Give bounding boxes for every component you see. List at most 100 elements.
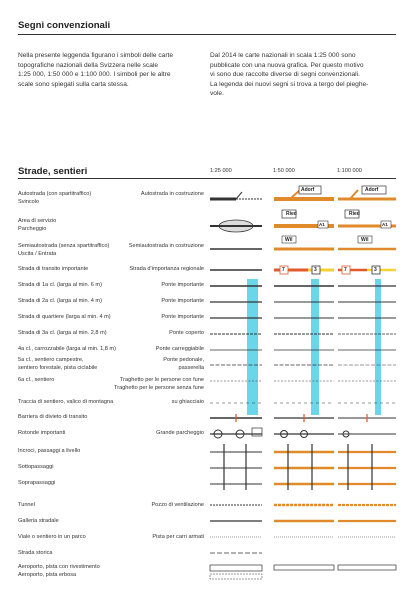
intro-right-line: La legenda dei nuovi segni si trova a te… xyxy=(210,80,369,88)
row-sublabel: Semiautostrada in costruzione xyxy=(104,243,204,251)
row-sublabel-line: Ponte importante xyxy=(161,314,204,320)
row-label-line: Svincolo xyxy=(18,198,40,205)
rail-crossings xyxy=(210,444,396,490)
intro-left-line: scale sono spiegati sulla carta stessa. xyxy=(18,80,129,88)
row-label: 5a cl., sentiero campestre,sentiero fore… xyxy=(18,357,168,372)
exit-sign-label: Wil xyxy=(361,237,369,243)
row-label-line: Tunnel xyxy=(18,502,35,508)
exit-sign-label: Adorf xyxy=(301,187,315,193)
row-label: Strada di quartiere (larga al min. 4 m) xyxy=(18,314,168,322)
row-sublabel-line: Traghetto per le persone con fune xyxy=(119,377,204,383)
row-label-line: Aeroporto, pista erbosa xyxy=(18,571,77,578)
section-title: Strade, sentieri xyxy=(18,166,88,177)
roundabout-symbol xyxy=(210,427,396,439)
row-label-line: Sottopassaggi xyxy=(18,464,54,470)
row-label-line: Strada di 1a cl. (larga al min. 6 m) xyxy=(18,282,102,288)
row-sublabel-line: Ponte coperto xyxy=(169,330,204,336)
motorway-number-label: A1 xyxy=(382,222,388,227)
barrier-symbol xyxy=(210,414,396,422)
row-label: Barriera di divieto di transito xyxy=(18,414,168,422)
row-sublabel: Strada d’importanza regionale xyxy=(104,266,204,274)
row-label: Rotonde importanti xyxy=(18,430,168,438)
row-sublabel-line: Pozzo di ventilazione xyxy=(151,502,204,508)
row-sublabel-line: Strada d’importanza regionale xyxy=(129,266,204,272)
row-label: 4a cl., carrozzabile (larga al min. 1,8 … xyxy=(18,346,168,354)
row-sublabel-line: passerella xyxy=(178,364,205,371)
bridge-bar-50000 xyxy=(311,279,319,415)
bridge-bar-25000 xyxy=(247,279,258,415)
row-label-line: Autostrada (con spartitraffico) xyxy=(18,191,92,197)
row-label-line: Strada storica xyxy=(18,550,53,556)
row-sublabel: Pozzo di ventilazione xyxy=(104,502,204,510)
row-label-line: Galleria stradale xyxy=(18,518,59,524)
rest-sign-label: Ried xyxy=(349,211,360,217)
intro-left-line: 1:25 000, 1:50 000 e 1:100 000. I simbol… xyxy=(18,71,171,79)
road-number-label: 7 xyxy=(344,267,347,273)
transit-road-symbol xyxy=(210,265,396,275)
row-label: 6a cl., sentiero xyxy=(18,377,168,385)
bridge-bar-100000 xyxy=(375,279,381,415)
road-class-lines xyxy=(210,285,396,404)
row-label-line: 4a cl., carrozzabile (larga al min. 1,8 … xyxy=(18,346,116,352)
row-sublabel-line: Grande parcheggio xyxy=(156,430,204,436)
row-label-line: Barriera di divieto di transito xyxy=(18,414,88,420)
row-sublabel-line: Semiautostrada in costruzione xyxy=(128,243,204,249)
intro-right-line: pubblicate con una nuova grafica. Per qu… xyxy=(210,61,364,69)
semi-motorway-symbol xyxy=(210,235,396,251)
scale-100000: 1:100 000 xyxy=(337,168,362,174)
row-label: Soprapassaggi xyxy=(18,480,168,488)
scale-25000: 1:25 000 xyxy=(210,168,232,174)
row-sublabel: Ponte coperto xyxy=(104,330,204,338)
row-sublabel-line: Pista per carri armati xyxy=(152,534,204,540)
row-label-line: Strada di quartiere (larga al min. 4 m) xyxy=(18,314,111,320)
row-sublabel: Pista per carri armati xyxy=(104,534,204,542)
row-label-line: Strada di 2a cl. (larga al min. 4 m) xyxy=(18,298,102,304)
road-number-label: 7 xyxy=(282,267,285,273)
road-number-label: 3 xyxy=(374,267,377,273)
row-label: Semiautostrada (senza spartitraffico)Usc… xyxy=(18,243,168,258)
row-label: Sottopassaggi xyxy=(18,464,168,472)
row-label-line: Aeroporto, pista con rivestimento xyxy=(18,564,100,570)
exit-sign-label: Wil xyxy=(285,237,293,243)
row-label: Strada di 3a cl. (larga al min. 2,8 m) xyxy=(18,330,168,338)
row-label-line: Strada di transito importante xyxy=(18,266,89,272)
tunnel-symbol xyxy=(210,503,396,523)
title-divider xyxy=(18,34,396,35)
row-label: Galleria stradale xyxy=(18,518,168,526)
misc-road-symbols xyxy=(209,536,397,580)
row-sublabel-line: Ponte importante xyxy=(161,298,204,304)
row-label-line: Rotonde importanti xyxy=(18,430,66,436)
row-sublabel: Ponte importante xyxy=(104,298,204,306)
intro-right-line: vole. xyxy=(210,90,224,98)
row-label: Tunnel xyxy=(18,502,168,510)
row-label-line: Semiautostrada (senza spartitraffico) xyxy=(18,243,110,249)
row-label-line: Uscita / Entrata xyxy=(18,250,57,257)
row-label-line: Parcheggio xyxy=(18,225,47,232)
road-number-label: 3 xyxy=(314,267,317,273)
row-label: Strada storica xyxy=(18,550,168,558)
scale-50000: 1:50 000 xyxy=(273,168,295,174)
rest-sign-label: Ried xyxy=(286,211,297,217)
row-label-line: Incroci, passaggi a livello xyxy=(18,448,81,454)
row-sublabel: Ponte importante xyxy=(104,314,204,322)
section-divider xyxy=(18,178,396,179)
row-sublabel-line: Traghetto per le persone senza fune xyxy=(114,384,204,391)
row-label: Autostrada (con spartitraffico)Svincolo xyxy=(18,191,168,206)
row-label-line: Strada di 3a cl. (larga al min. 2,8 m) xyxy=(18,330,107,336)
row-sublabel-line: Ponte carreggiabile xyxy=(155,346,204,352)
row-sublabel-line: Autostrada in costruzione xyxy=(140,191,204,197)
row-label: Traccia di sentiero, valico di montagna xyxy=(18,399,168,407)
row-label: Strada di 1a cl. (larga al min. 6 m) xyxy=(18,282,168,290)
row-sublabel-line: Ponte importante xyxy=(161,282,204,288)
service-area-symbol xyxy=(210,209,396,233)
row-sublabel: Ponte carreggiabile xyxy=(104,346,204,354)
intro-right: Dal 2014 le carte nazionali in scala 1:2… xyxy=(210,51,400,99)
row-sublabel-line: Ponte pedonale, xyxy=(163,357,204,363)
row-sublabel-line: su ghiacciaio xyxy=(171,399,204,405)
row-label-line: sentiero forestale, pista ciclabile xyxy=(18,364,98,371)
row-label-line: 5a cl., sentiero campestre, xyxy=(18,357,84,363)
